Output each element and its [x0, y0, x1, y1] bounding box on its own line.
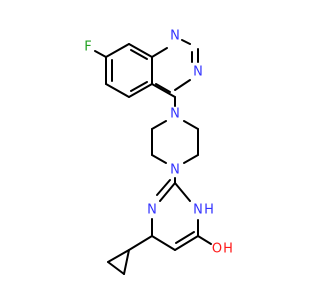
- bond-pyr-c6-c5: [151, 235, 176, 251]
- atom-quinazoline-n3: N: [193, 65, 203, 80]
- bond-benzo-2: [128, 43, 153, 58]
- atom-hydroxyl-oxygen: O: [212, 242, 222, 257]
- bond-quin-c4-c4a-a: [151, 83, 176, 98]
- bond-benzo-2-inner: [130, 49, 148, 60]
- bond-pip-4: [183, 154, 199, 164]
- bond-cyclopropyl-3: [123, 249, 130, 275]
- bond-pyr-c5-c4-a: [174, 235, 199, 251]
- bond-pyr-c5-c4-b: [175, 231, 195, 244]
- bond-cyclopropyl-2: [107, 261, 125, 275]
- atom-pyrimidine-nh-nitrogen: N: [193, 203, 203, 218]
- atom-hydroxyl-hydrogen: H: [223, 242, 233, 257]
- bond-benzo-4-inner: [130, 81, 148, 92]
- bond-pyr-c2-n1-a: [159, 182, 176, 202]
- bond-pyr-n3-c2: [174, 182, 191, 202]
- bond-benzo-5: [105, 83, 130, 98]
- atom-labels: F N N N N N N H O H: [84, 29, 233, 257]
- bond-benzo-4: [128, 83, 153, 98]
- atom-fluorine: F: [84, 40, 91, 55]
- bond-pip-6: [183, 120, 199, 130]
- bond-c-f: [94, 50, 107, 58]
- bond-quin-n1-c2: [181, 39, 191, 45]
- atom-pyrimidine-nh-hydrogen: H: [204, 203, 214, 218]
- bond-c4-o: [197, 235, 212, 245]
- bonds: [94, 39, 212, 275]
- bond-quin-c8a-n1: [151, 47, 168, 58]
- bond-quin-n3-c4: [174, 79, 191, 91]
- atom-pyrimidine-n-left: N: [147, 203, 157, 218]
- bond-pip-1: [151, 120, 167, 130]
- bond-pip-3: [151, 154, 167, 164]
- molecule-structure-diagram: F N N N N N N H O H: [84, 29, 233, 275]
- bond-c6-cyclopropyl: [128, 235, 153, 251]
- atom-quinazoline-n1: N: [170, 29, 180, 44]
- bond-quin-c4-c4a-b: [155, 83, 171, 93]
- atom-piperazine-n-top: N: [170, 107, 180, 122]
- atom-piperazine-n-bottom: N: [170, 163, 180, 178]
- bond-cyclopropyl-1: [107, 249, 130, 263]
- bond-benzo-1: [105, 43, 130, 58]
- bond-pyr-c2-n1-b: [156, 179, 171, 196]
